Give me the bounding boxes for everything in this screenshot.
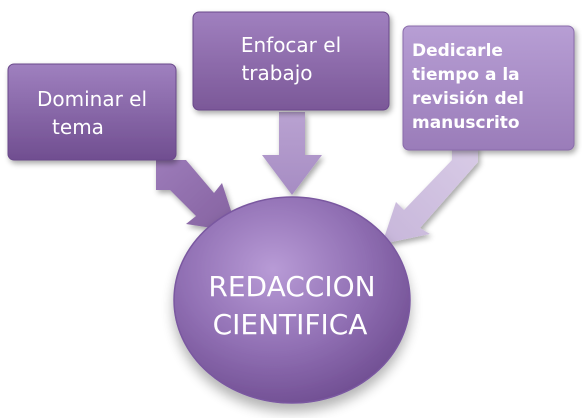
box-middle-line-2: trabajo — [241, 61, 312, 85]
arrow-right — [382, 146, 478, 244]
box-right-line-1: Dedicarle — [412, 41, 503, 61]
box-middle-line-1: Enfocar el — [241, 33, 341, 57]
center-title-line-1: REDACCION — [208, 270, 375, 303]
box-right-line-4: manuscrito — [412, 113, 520, 133]
center-circle: REDACCION CIENTIFICA — [173, 196, 411, 404]
box-left-line-2: tema — [52, 115, 104, 139]
arrow-middle — [262, 112, 322, 195]
box-left-line-1: Dominar el — [37, 87, 147, 111]
box-right-line-2: tiempo a la — [412, 65, 520, 85]
box-enfocar-el-trabajo: Enfocar el trabajo — [192, 11, 390, 111]
box-dedicarle-tiempo: Dedicarle tiempo a la revisión del manus… — [402, 25, 575, 151]
box-right-line-3: revisión del — [412, 89, 524, 109]
center-title-line-2: CIENTIFICA — [213, 308, 368, 341]
box-dominar-el-tema: Dominar el tema — [7, 63, 177, 161]
arrow-left — [156, 160, 238, 232]
